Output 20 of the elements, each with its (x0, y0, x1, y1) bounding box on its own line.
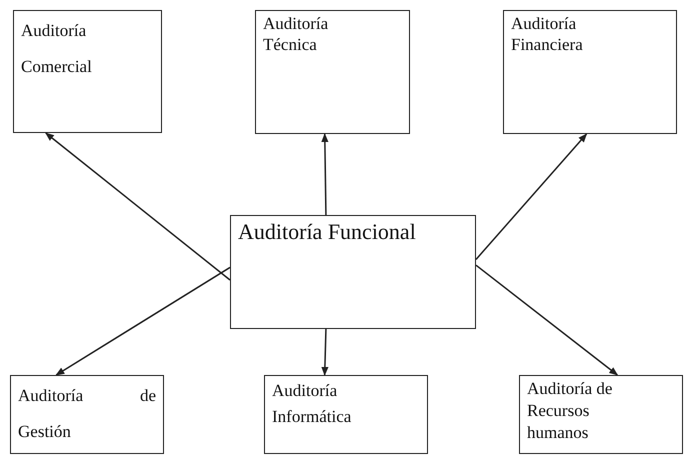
process-box (519, 375, 683, 454)
process-box (230, 215, 476, 329)
arrow (321, 328, 328, 376)
box-label: Auditoría Comercial (21, 20, 93, 78)
arrow (321, 133, 328, 216)
process-box (503, 10, 677, 134)
arrow (45, 132, 230, 281)
arrow (476, 264, 618, 376)
box-label: Auditoría Técnica (263, 13, 330, 56)
arrow (55, 266, 230, 376)
box-label: Auditoría Funcional (238, 218, 417, 246)
box-label: Auditoría Informática (272, 380, 352, 428)
box-label: Auditoría de Recursos humanos (527, 378, 614, 444)
box-label: Auditoría Financiera (511, 13, 584, 56)
process-box (10, 375, 164, 454)
box-label: Auditoría de Gestión (18, 385, 156, 443)
arrow (475, 133, 588, 260)
process-box (13, 10, 162, 133)
process-box (255, 10, 410, 134)
process-box (264, 375, 428, 454)
